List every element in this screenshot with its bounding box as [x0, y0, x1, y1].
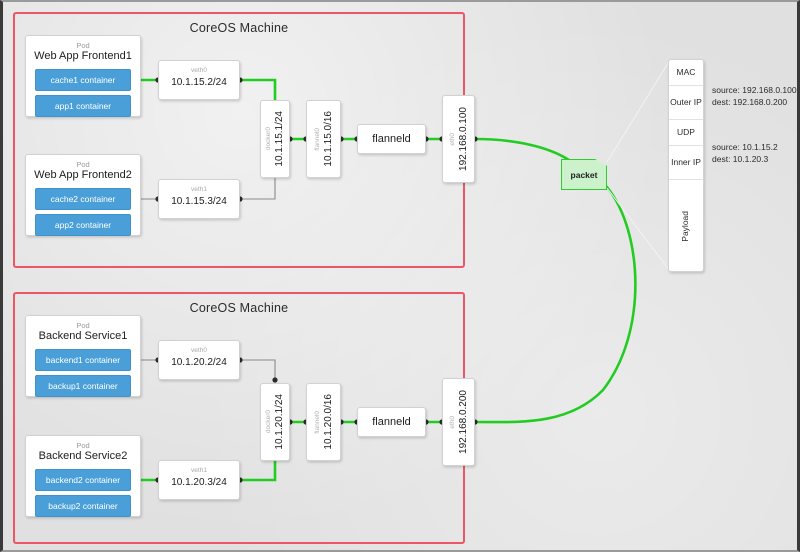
flannel0-top-node[interactable]: flannel0 10.1.15.0/16	[306, 100, 341, 178]
veth-iface-label: veth1	[191, 186, 207, 193]
packet-field-outer-ip: Outer IP	[669, 86, 703, 120]
pod-kind-label: Pod	[76, 441, 90, 450]
packet-node[interactable]: packet	[561, 159, 607, 190]
edge-veth1-to-docker0	[240, 172, 276, 200]
container-backup2[interactable]: backup2 container	[35, 495, 131, 517]
machine-bottom-title: CoreOS Machine	[189, 301, 289, 315]
packet-label: packet	[570, 169, 598, 180]
leader-line-top	[606, 59, 671, 163]
bridge-iface-label: flannel0	[313, 410, 321, 434]
eth-iface-label: eth0	[448, 415, 456, 429]
veth-iface-label: veth1	[191, 467, 207, 474]
bridge-iface-label: docker0	[265, 127, 272, 151]
outer-ip-note: source: 192.168.0.100 dest: 192.168.0.20…	[712, 85, 797, 108]
bridge-ip-label: 10.1.20.1/24	[274, 394, 285, 450]
container-cache1[interactable]: cache1 container	[35, 69, 131, 91]
packet-field-udp: UDP	[669, 120, 703, 146]
eth-ip-label: 192.168.0.200	[457, 390, 469, 454]
edge-veth0b-to-docker0b	[240, 359, 276, 380]
veth1-bottom-node[interactable]: veth1 10.1.20.3/24	[158, 460, 240, 500]
pod-web-app-frontend1[interactable]: Pod Web App Frontend1 cache1 container a…	[25, 35, 141, 117]
container-cache2[interactable]: cache2 container	[35, 188, 131, 210]
pod-title: Web App Frontend2	[34, 169, 132, 181]
veth0-bottom-node[interactable]: veth0 10.1.20.2/24	[158, 340, 240, 380]
edge-packet-to-eth0b	[473, 185, 637, 424]
packet-field-inner-ip: Inner IP	[669, 146, 703, 180]
flanneld-label: flanneld	[372, 133, 411, 145]
packet-field-payload-text: Payload	[680, 211, 691, 242]
leader-line-bottom	[606, 187, 671, 272]
pod-backend-service1[interactable]: Pod Backend Service1 backend1 container …	[25, 315, 141, 397]
container-backup1[interactable]: backup1 container	[35, 375, 131, 397]
packet-field-mac: MAC	[669, 60, 703, 86]
docker0-bottom-node[interactable]: docker0 10.1.20.1/24	[260, 383, 290, 461]
bridge-iface-label: docker0	[265, 410, 272, 434]
pod-title: Backend Service1	[38, 330, 128, 342]
flannel0-bottom-node[interactable]: flannel0 10.1.20.0/16	[306, 383, 341, 461]
packet-field-payload: Payload	[669, 180, 703, 271]
eth-iface-label: eth0	[448, 132, 456, 146]
veth-ip-label: 10.1.20.3/24	[171, 477, 227, 488]
container-backend1[interactable]: backend1 container	[35, 349, 131, 371]
veth-ip-label: 10.1.20.2/24	[171, 357, 227, 368]
pod-title: Backend Service2	[38, 450, 128, 462]
container-app1[interactable]: app1 container	[35, 95, 131, 117]
bridge-ip-label: 10.1.20.0/16	[322, 394, 334, 450]
eth-ip-label: 192.168.0.100	[457, 107, 469, 171]
eth0-bottom-node[interactable]: eth0 192.168.0.200	[442, 378, 475, 466]
pod-backend-service2[interactable]: Pod Backend Service2 backend2 container …	[25, 435, 141, 517]
veth-iface-label: veth0	[191, 347, 207, 354]
pod-kind-label: Pod	[76, 160, 90, 169]
flanneld-label: flanneld	[372, 416, 411, 428]
container-backend2[interactable]: backend2 container	[35, 469, 131, 491]
veth-iface-label: veth0	[191, 67, 207, 74]
eth0-top-node[interactable]: eth0 192.168.0.100	[442, 95, 475, 183]
container-app2[interactable]: app2 container	[35, 214, 131, 236]
pod-kind-label: Pod	[76, 41, 90, 50]
veth1-top-node[interactable]: veth1 10.1.15.3/24	[158, 179, 240, 219]
veth0-top-node[interactable]: veth0 10.1.15.2/24	[158, 60, 240, 100]
edge-veth1b-to-docker0b	[238, 455, 277, 482]
bridge-iface-label: flannel0	[313, 127, 321, 151]
node-layer: Pod Web App Frontend1 cache1 container a…	[3, 2, 797, 550]
edge-eth0-to-packet	[473, 137, 574, 164]
machine-top-title: CoreOS Machine	[189, 21, 289, 35]
bridge-ip-label: 10.1.15.0/16	[322, 111, 334, 167]
inner-ip-note: source: 10.1.15.2 dest: 10.1.20.3	[712, 142, 778, 165]
pod-title: Web App Frontend1	[34, 50, 132, 62]
packet-detail-panel: MAC Outer IP UDP Inner IP Payload	[668, 59, 704, 272]
bridge-ip-label: 10.1.15.1/24	[274, 111, 285, 167]
flanneld-top-node[interactable]: flanneld	[357, 124, 426, 154]
pod-web-app-frontend2[interactable]: Pod Web App Frontend2 cache2 container a…	[25, 154, 141, 236]
flanneld-bottom-node[interactable]: flanneld	[357, 407, 426, 437]
veth-ip-label: 10.1.15.2/24	[171, 77, 227, 88]
docker0-top-node[interactable]: docker0 10.1.15.1/24	[260, 100, 290, 178]
pod-kind-label: Pod	[76, 321, 90, 330]
veth-ip-label: 10.1.15.3/24	[171, 196, 227, 207]
